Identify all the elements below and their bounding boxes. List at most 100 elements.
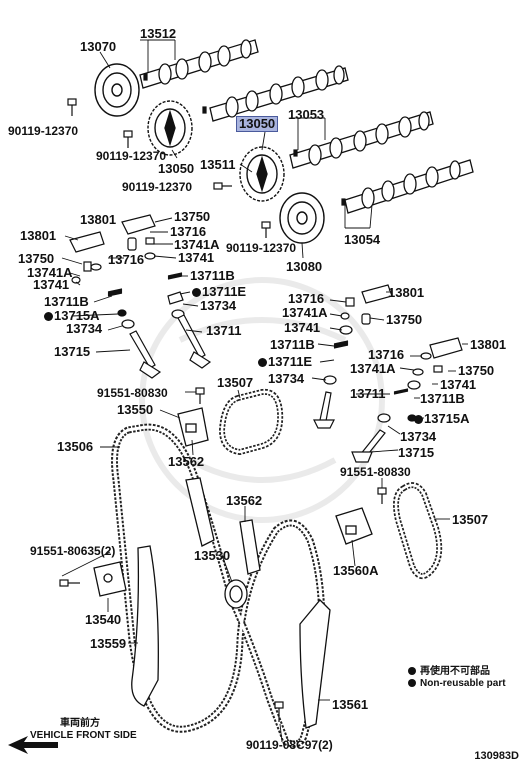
non-reusable-dot xyxy=(414,415,423,424)
valvetrain-right xyxy=(313,284,463,463)
part-label-13741-b: 13741 xyxy=(33,277,70,292)
part-label-90119-12370-b: 90119-12370 xyxy=(96,149,167,163)
part-label-13715A-a: 13715A xyxy=(44,309,100,323)
part-label-13716-d: 13716 xyxy=(368,347,405,362)
leader-lines-lower xyxy=(61,389,450,743)
part-label-13054: 13054 xyxy=(344,232,381,247)
part-label-13741-a: 13741 xyxy=(178,250,215,265)
front-direction-arrow xyxy=(8,736,58,754)
part-label-13507-a: 13507 xyxy=(217,375,254,390)
part-label-13711B-b: 13711B xyxy=(44,294,89,309)
part-label-13053: 13053 xyxy=(288,107,325,122)
part-label-13734-b: 13734 xyxy=(66,321,103,336)
part-label-13715-b: 13715 xyxy=(398,445,435,460)
part-label-13715A-b: 13715A xyxy=(414,412,470,426)
camshaft-timing-gear-13070 xyxy=(94,63,140,117)
timing-chain-13506-inner xyxy=(113,425,324,746)
part-label-13801-d: 13801 xyxy=(470,337,507,352)
part-label-13711B-d: 13711B xyxy=(420,391,465,406)
part-label-13070: 13070 xyxy=(80,39,117,54)
part-label-13750-d: 13750 xyxy=(458,363,495,378)
part-label-13741A-d: 13741A xyxy=(350,361,396,376)
part-label-13511: 13511 xyxy=(200,157,236,172)
timing-chain-13507-lower-inner xyxy=(394,483,441,578)
valvetrain-left xyxy=(69,214,212,379)
camshaft-upper-right xyxy=(209,65,349,122)
camshaft-lower-left xyxy=(289,111,434,169)
part-label-13741A-c: 13741A xyxy=(282,305,328,320)
part-label-13715-a: 13715 xyxy=(54,344,91,359)
part-label-13715A-b-text: 13715A xyxy=(424,411,470,426)
legend-jp-text: 再使用不可部品 xyxy=(420,666,490,677)
part-label-13734-c: 13734 xyxy=(268,371,305,386)
legend-en-text: Non-reusable part xyxy=(420,678,506,689)
non-reusable-dot xyxy=(408,679,416,687)
part-label-13711-a: 13711 xyxy=(206,323,242,338)
part-label-13711E-a: 13711E xyxy=(192,285,246,299)
part-label-13550: 13550 xyxy=(117,402,154,417)
diagram-code: 130983D xyxy=(474,750,519,762)
chain-tensioners xyxy=(93,407,373,597)
part-label-13711B-c: 13711B xyxy=(270,337,315,352)
part-label-13711E-a-text: 13711E xyxy=(202,284,247,299)
part-label-13507-b: 13507 xyxy=(452,512,489,527)
part-label-13562-b: 13562 xyxy=(226,493,263,508)
part-label-91551-80830-b: 91551-80830 xyxy=(340,465,411,479)
camshaft-lower-right xyxy=(344,159,474,214)
part-label-13750-b: 13750 xyxy=(18,251,55,266)
non-reusable-dot xyxy=(258,358,267,367)
non-reusable-dot xyxy=(44,312,53,321)
part-label-91551-80830-a: 91551-80830 xyxy=(97,386,168,400)
part-label-13080: 13080 xyxy=(286,259,323,274)
non-reusable-dot xyxy=(408,667,416,675)
part-label-13715A-a-text: 13715A xyxy=(54,308,100,323)
part-label-13512: 13512 xyxy=(140,26,177,41)
camshaft-timing-gear-13050-right xyxy=(239,146,285,202)
part-label-90119-12370-c: 90119-12370 xyxy=(122,180,193,194)
part-label-13750-c: 13750 xyxy=(386,312,423,327)
part-label-13711E-b: 13711E xyxy=(258,355,312,369)
legend-non-reusable-en: Non-reusable part xyxy=(408,678,506,689)
part-label-13050-highlighted: 13050 xyxy=(236,116,279,132)
gear-bolts xyxy=(67,73,346,238)
part-label-13741-c: 13741 xyxy=(284,320,321,335)
leader-lines-right xyxy=(311,291,468,453)
part-label-90119-12370-a: 90119-12370 xyxy=(8,124,79,138)
part-label-13741-d: 13741 xyxy=(440,377,477,392)
part-label-13716-a: 13716 xyxy=(170,224,207,239)
leader-lines-left xyxy=(61,217,203,353)
part-label-13560A: 13560A xyxy=(333,563,379,578)
part-label-13562-a: 13562 xyxy=(168,454,205,469)
chain-bolts xyxy=(59,387,387,722)
part-label-13506: 13506 xyxy=(57,439,94,454)
part-label-13801-c: 13801 xyxy=(388,285,425,300)
part-label-13734-a: 13734 xyxy=(200,298,237,313)
part-label-13750-a: 13750 xyxy=(174,209,211,224)
part-label-13741A-b: 13741A xyxy=(27,265,73,280)
leader-lines-upper xyxy=(99,39,373,259)
legend-non-reusable-jp: 再使用不可部品 xyxy=(408,662,490,677)
part-label-13530: 13530 xyxy=(194,548,231,563)
chain-guides xyxy=(131,477,331,729)
part-label-13540: 13540 xyxy=(85,612,122,627)
part-label-13801-a: 13801 xyxy=(80,212,117,227)
part-label-90119-08C97: 90119-08C97(2) xyxy=(246,738,333,752)
camshaft-timing-gear-13080 xyxy=(279,192,325,244)
part-label-13734-d: 13734 xyxy=(400,429,437,444)
part-label-13711-b: 13711 xyxy=(350,386,386,401)
part-label-13559: 13559 xyxy=(90,636,127,651)
part-label-90119-12370-d: 90119-12370 xyxy=(226,241,297,255)
front-en-text: VEHICLE FRONT SIDE xyxy=(30,730,137,741)
camshaft-upper-left xyxy=(139,39,259,89)
part-label-13711E-b-text: 13711E xyxy=(268,354,313,369)
part-label-13716-b: 13716 xyxy=(108,252,145,267)
part-label-13711B-a: 13711B xyxy=(190,268,235,283)
part-label-13741A-a: 13741A xyxy=(174,237,220,252)
camshaft-timing-gear-13050-left xyxy=(147,100,193,156)
part-label-13050: 13050 xyxy=(158,161,195,176)
part-label-13561: 13561 xyxy=(332,697,369,712)
part-label-13716-c: 13716 xyxy=(288,291,325,306)
non-reusable-dot xyxy=(192,288,201,297)
front-jp-text: 車両前方 xyxy=(60,718,100,729)
vehicle-front-side-note: 車両前方 VEHICLE FRONT SIDE xyxy=(30,718,137,742)
